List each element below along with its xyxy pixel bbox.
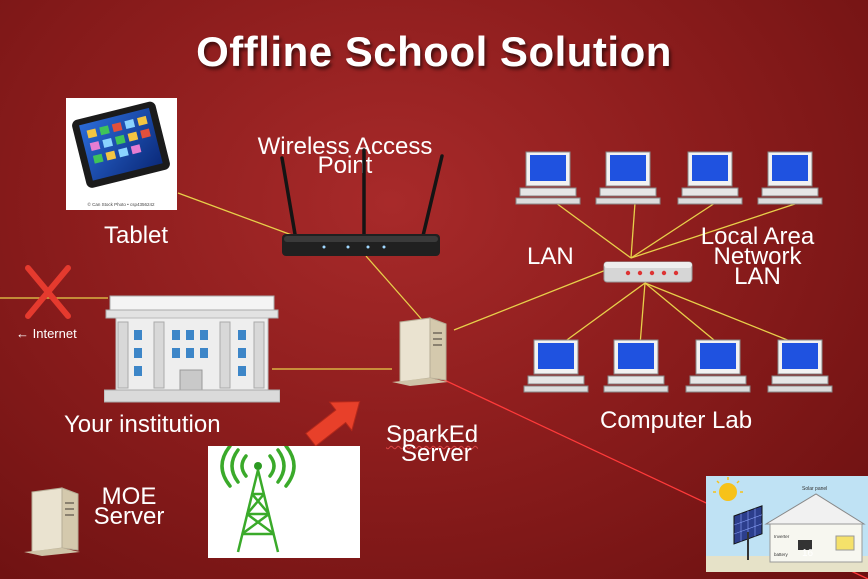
link-switch-pc2 [630, 202, 636, 259]
tablet-image: © Can Stock Photo • csp4356242 [66, 98, 177, 210]
link-switch-pc6 [639, 282, 646, 346]
computer-icon [677, 151, 743, 205]
link-switch-pc3 [630, 202, 716, 259]
lan-label: LAN [527, 243, 574, 270]
tablet-icon: © Can Stock Photo • csp4356242 [72, 101, 170, 207]
wap-label-line1: Wireless Access [257, 133, 433, 160]
tablet-label: Tablet [104, 222, 169, 249]
cross-icon [25, 265, 71, 319]
local-area-label-line1: Local Area [700, 223, 815, 250]
page-number: 16 [802, 548, 814, 559]
computer-icon [603, 339, 669, 393]
local-area-label-line3: LAN [734, 263, 781, 290]
link-switch-pc5 [559, 282, 646, 346]
computer-lab-label: Computer Lab [600, 407, 753, 434]
network-switch-icon [603, 261, 693, 283]
server-icon [24, 487, 80, 556]
slide-title: Offline School Solution [196, 28, 672, 75]
link-server-switch [453, 269, 607, 331]
cell-tower-icon [220, 444, 296, 553]
computer-icon [757, 151, 823, 205]
link-tablet-ap [177, 192, 301, 239]
institution-label: Your institution [64, 411, 221, 438]
internet-label: ← Internet [16, 326, 77, 341]
link-switch-pc4 [630, 202, 799, 259]
moe-label-line2: Server [93, 503, 165, 530]
wireless-router-icon [280, 148, 444, 256]
link-ap-server [365, 255, 425, 323]
building-icon [104, 295, 280, 403]
sparked-label-line1: SparkEd [386, 421, 479, 448]
sparked-label-line2: Server [401, 440, 472, 467]
computer-icon [685, 339, 751, 393]
moe-label-line1: MOE [101, 483, 157, 510]
solar-panel-text: Solar panel [802, 486, 827, 492]
battery-text: battery [774, 552, 789, 557]
server-icon [392, 317, 448, 386]
cell-tower-image [208, 444, 360, 558]
computer-icon [515, 151, 581, 205]
link-switch-pc7 [644, 282, 721, 346]
link-switch-pc1 [555, 202, 632, 259]
computer-icon [767, 339, 833, 393]
local-area-label-line2: Network [713, 243, 802, 270]
tablet-caption: © Can Stock Photo • csp4356242 [88, 201, 155, 207]
link-switch-pc8 [644, 282, 801, 346]
computer-icon [523, 339, 589, 393]
solar-house-icon: Solar panel Inverter battery 16 [706, 477, 868, 572]
solar-house-image: Solar panel Inverter battery 16 [706, 476, 868, 572]
arrow-icon [305, 401, 361, 447]
inverter-text: Inverter [774, 534, 790, 539]
computer-icon [595, 151, 661, 205]
